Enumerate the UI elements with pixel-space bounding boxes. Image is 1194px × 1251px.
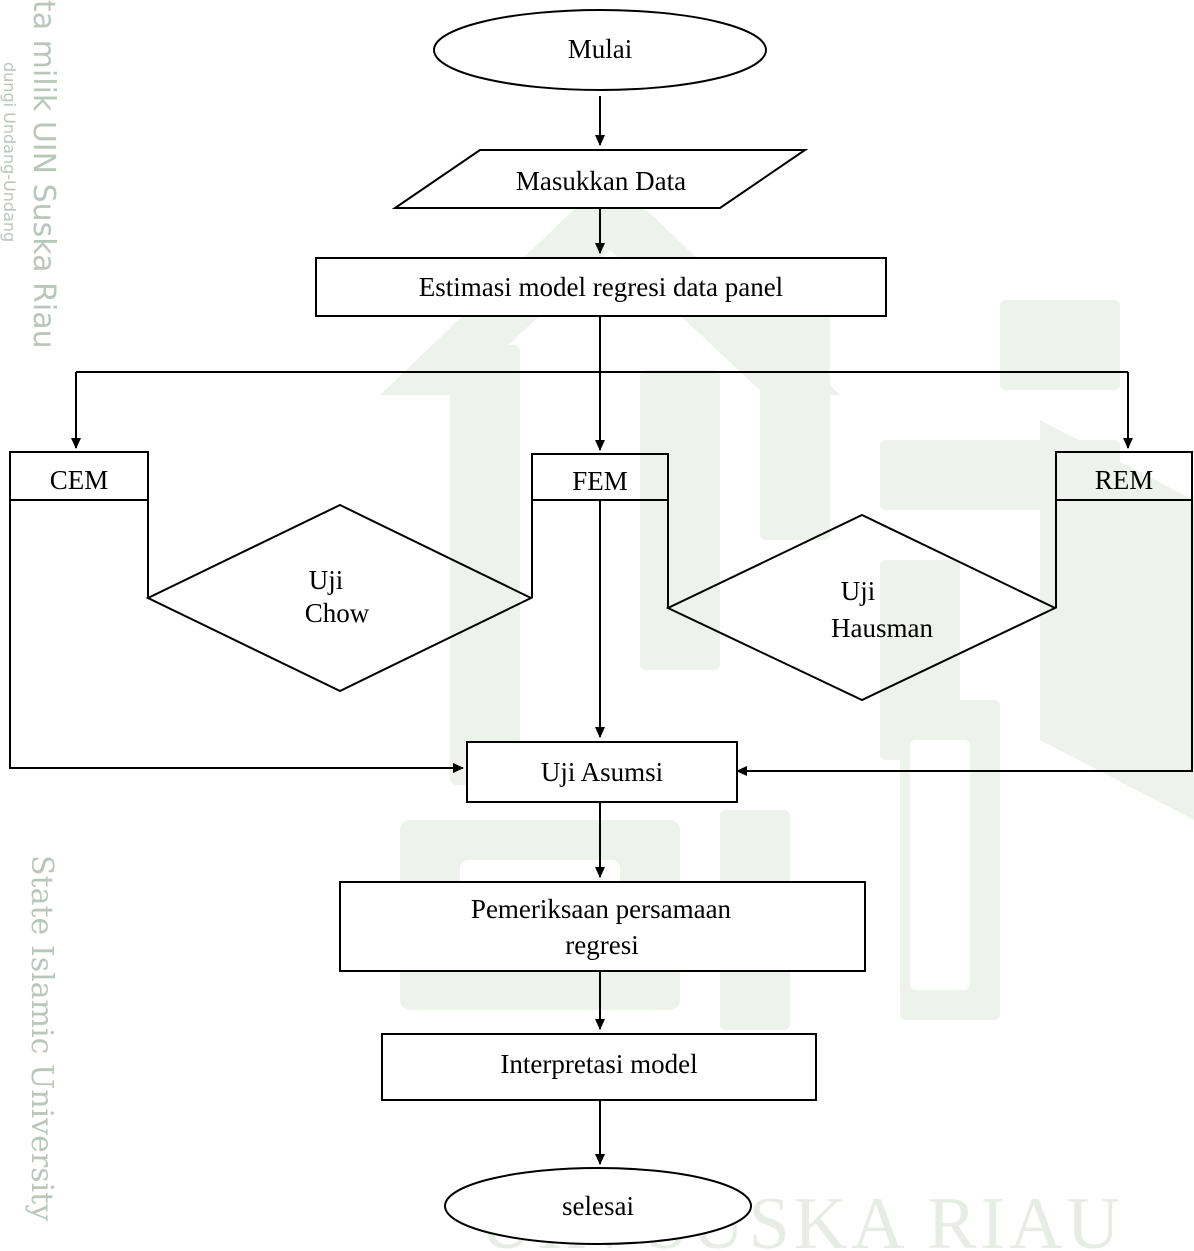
assumption-node: Uji Asumsi — [466, 741, 738, 803]
estimate-label: Estimasi model regresi data panel — [419, 272, 783, 302]
rem-label: REM — [1095, 465, 1154, 495]
chow-decision: Uji Chow — [145, 503, 534, 693]
check-label-line2: regresi — [565, 930, 638, 960]
check-node: Pemeriksaan persamaan regresi — [339, 881, 866, 972]
hausman-label-line1: Uji — [841, 576, 876, 606]
input-label: Masukkan Data — [516, 166, 686, 196]
connectors — [9, 96, 1193, 1165]
fem-label: FEM — [572, 466, 628, 496]
watermark-side-top: ta milik UIN Suska Riau — [26, 0, 61, 349]
cem-node: CEM — [9, 451, 149, 501]
watermark-side-small: dungi Undang-Undang — [0, 62, 19, 242]
hausman-label-line2: Hausman — [831, 613, 933, 643]
interpret-node: Interpretasi model — [381, 1033, 817, 1101]
start-node: Mulai — [433, 9, 767, 91]
input-node: Masukkan Data — [391, 149, 809, 209]
arrow-cem-to-asumsi — [9, 500, 464, 773]
cem-label: CEM — [50, 465, 109, 495]
chow-label-line1: Uji — [309, 565, 344, 595]
end-node: selesai — [444, 1167, 752, 1245]
estimate-node: Estimasi model regresi data panel — [315, 257, 887, 317]
interpret-label: Interpretasi model — [500, 1049, 697, 1079]
end-label: selesai — [562, 1191, 634, 1221]
arrow-rem-to-asumsi — [736, 500, 1193, 776]
watermark-side-bottom: State Islamic University — [24, 855, 59, 1221]
start-label: Mulai — [568, 34, 633, 64]
fem-node: FEM — [531, 453, 669, 501]
rem-node: REM — [1055, 451, 1193, 501]
check-label-line1: Pemeriksaan persamaan — [471, 894, 732, 924]
assumption-label: Uji Asumsi — [541, 757, 663, 787]
chow-label-line2: Chow — [305, 598, 370, 628]
hausman-decision: Uji Hausman — [665, 513, 1058, 702]
